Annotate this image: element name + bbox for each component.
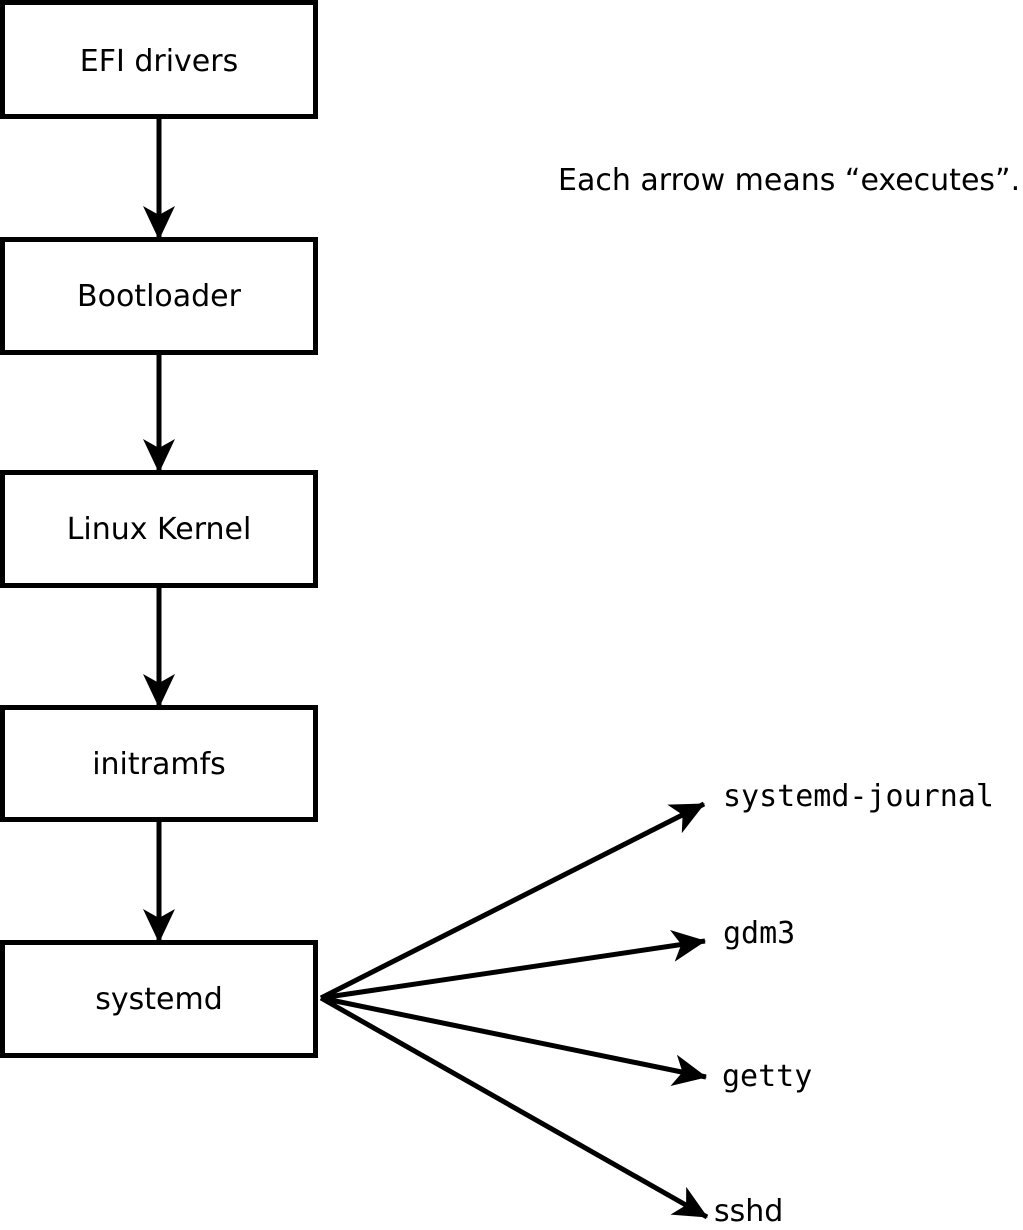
box-bootloader bbox=[0, 237, 318, 355]
arrow-systemd-to-gdm3 bbox=[320, 930, 706, 1001]
box-systemd bbox=[0, 940, 318, 1058]
arrow-systemd-to-journal bbox=[319, 801, 706, 1001]
arrow-systemd-to-sshd bbox=[319, 995, 709, 1220]
label-systemd-journal: systemd-journal bbox=[723, 779, 994, 814]
label-getty: getty bbox=[722, 1059, 812, 1094]
arrow-systemd-to-getty bbox=[320, 995, 707, 1087]
box-initramfs bbox=[0, 705, 318, 822]
arrow-meaning-note: Each arrow means “executes”. bbox=[558, 163, 1020, 198]
box-linux-kernel-label: Linux Kernel bbox=[67, 512, 252, 547]
label-gdm3: gdm3 bbox=[723, 916, 795, 951]
box-systemd-label: systemd bbox=[95, 982, 223, 1017]
box-bootloader-label: Bootloader bbox=[77, 279, 242, 314]
box-initramfs-label: initramfs bbox=[92, 747, 226, 782]
box-efi-drivers bbox=[0, 0, 318, 119]
label-sshd: sshd bbox=[714, 1194, 783, 1229]
box-linux-kernel bbox=[0, 470, 318, 588]
box-efi-drivers-label: EFI drivers bbox=[80, 44, 238, 79]
